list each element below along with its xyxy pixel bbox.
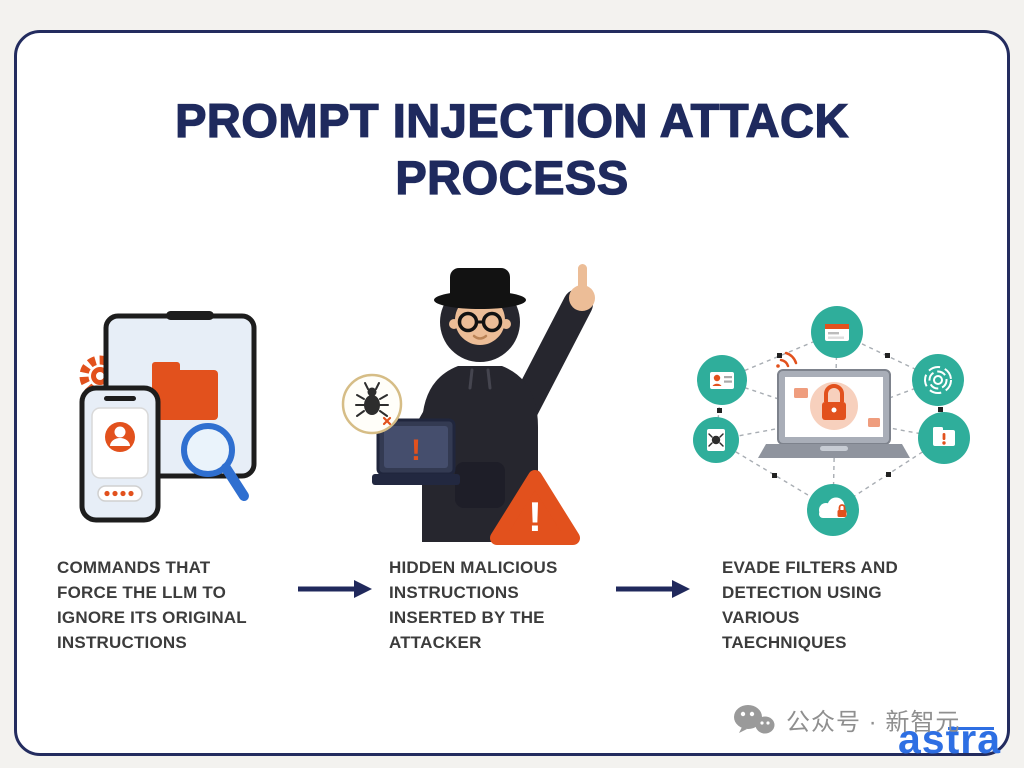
wifi-icon — [776, 351, 798, 368]
wechat-icon — [734, 704, 775, 733]
step-caption-commands: COMMANDS THAT FORCE THE LLM TO IGNORE IT… — [57, 558, 247, 652]
warning-triangle-icon: ! — [490, 470, 580, 545]
step-caption-hidden-instructions: HIDDEN MALICIOUS INSTRUCTIONS INSERTED B… — [389, 558, 558, 652]
phone-icon — [79, 385, 161, 523]
step-caption-evade-filters: EVADE FILTERS AND DETECTION USING VARIOU… — [722, 558, 898, 652]
browser-node-icon — [811, 306, 863, 358]
page-title: PROMPT INJECTION ATTACK PROCESS — [174, 93, 849, 205]
warning-exclamation-glyph: ! — [528, 493, 542, 540]
flow-arrow-2 — [616, 580, 690, 598]
id-card-node-icon — [697, 355, 747, 405]
laptop-lock-icon — [758, 369, 910, 458]
bug-node-icon — [693, 417, 739, 463]
laptop-icon: ! — [372, 418, 460, 485]
watermark: 公众号 · 新智元 — [732, 702, 960, 737]
avatar-icon — [105, 422, 135, 452]
hacker-illustration: ! ! — [341, 264, 595, 545]
bug-badge-icon — [341, 373, 403, 435]
hacker-figure — [399, 264, 595, 542]
password-dots — [97, 485, 143, 502]
device-commands-illustration — [79, 311, 257, 523]
laptop-alert-glyph: ! — [411, 434, 421, 467]
folder-icon — [152, 362, 218, 420]
astra-logo: astra — [898, 716, 1002, 762]
astra-logo-bar — [948, 727, 994, 730]
folder-alert-node-icon — [918, 412, 970, 464]
fingerprint-node-icon — [912, 354, 964, 406]
flow-arrow-1 — [298, 580, 372, 598]
watermark-text: 公众号 · 新智元 — [786, 709, 961, 736]
evasion-network-illustration — [693, 306, 970, 536]
network-nodes-squares — [717, 353, 943, 478]
cloud-lock-node-icon — [807, 484, 859, 536]
magnifier-icon — [181, 423, 249, 501]
